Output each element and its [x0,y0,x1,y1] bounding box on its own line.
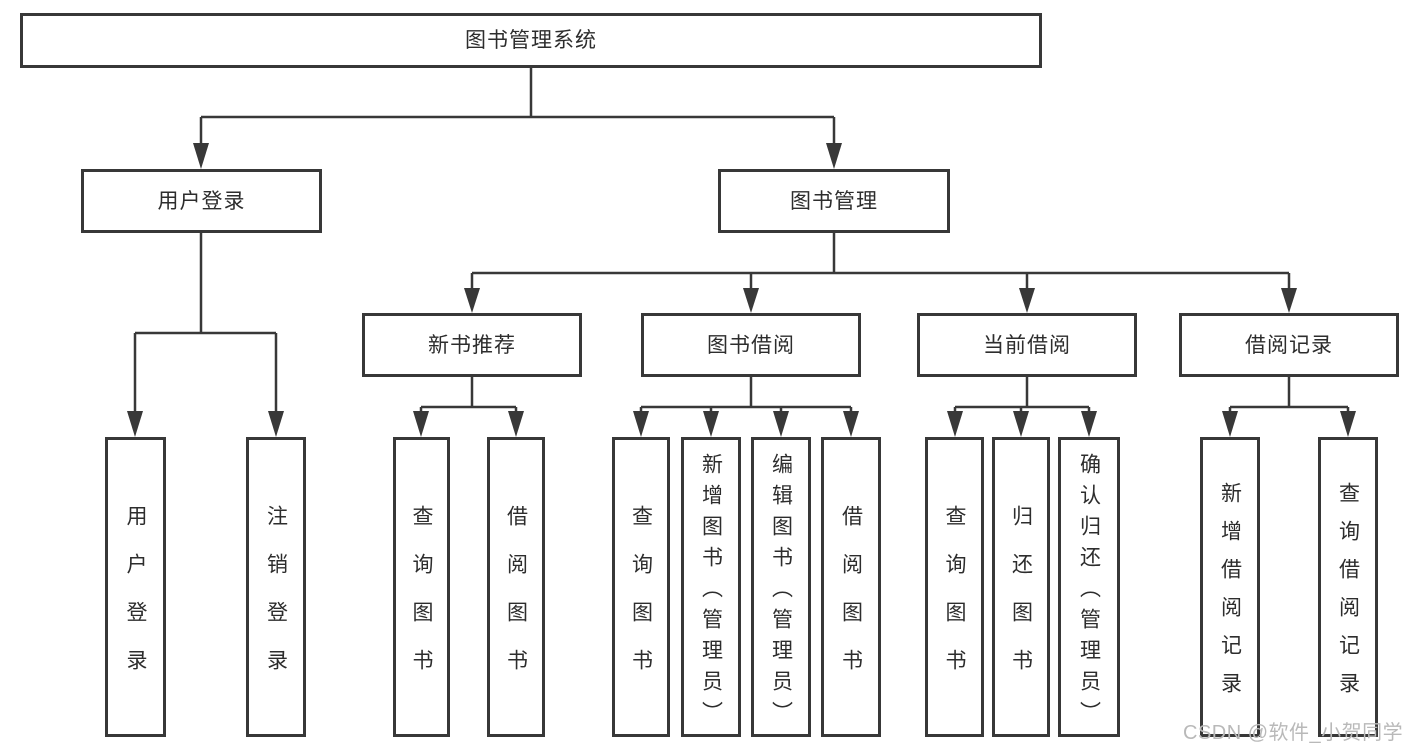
leaf-borrow-books: 借阅图书 [821,437,881,737]
leaf-add-borrow-record: 新增借阅记录 [1200,437,1260,737]
leaf-logout-label: 注销登录 [264,504,288,697]
node-current-borrow: 当前借阅 [917,313,1137,377]
node-user-login: 用户登录 [81,169,322,233]
leaf-add-books-admin-label: 新增图书（管理员） [699,452,723,732]
leaf-query-books-recommend: 查询图书 [393,437,450,737]
leaf-borrow-books-recommend: 借阅图书 [487,437,545,737]
leaf-query-borrow-record: 查询借阅记录 [1318,437,1378,737]
leaf-logout: 注销登录 [246,437,306,737]
leaf-query-books-current: 查询图书 [925,437,984,737]
leaf-edit-books-admin-label: 编辑图书（管理员） [769,452,793,732]
watermark: CSDN @软件_小贺同学 [1183,722,1404,744]
leaf-query-borrow-record-label: 查询借阅记录 [1336,481,1360,710]
leaf-query-books-current-label: 查询图书 [943,504,966,697]
node-borrow-records: 借阅记录 [1179,313,1399,377]
arrowheads [127,143,1356,437]
leaf-add-borrow-record-label: 新增借阅记录 [1218,481,1242,710]
leaf-return-books-label: 归还图书 [1009,504,1033,697]
node-book-management: 图书管理 [718,169,950,233]
leaf-borrow-books-recommend-label: 借阅图书 [504,504,528,697]
leaf-confirm-return-admin-label: 确认归还（管理员） [1077,452,1101,732]
leaf-query-books-borrow-label: 查询图书 [629,504,653,697]
leaf-user-login-label: 用户登录 [124,504,147,697]
node-book-borrow: 图书借阅 [641,313,861,377]
leaf-query-books-borrow: 查询图书 [612,437,670,737]
leaf-confirm-return-admin: 确认归还（管理员） [1058,437,1120,737]
leaf-edit-books-admin: 编辑图书（管理员） [751,437,811,737]
node-library-management-system: 图书管理系统 [20,13,1042,68]
leaf-borrow-books-label: 借阅图书 [839,504,863,697]
leaf-return-books: 归还图书 [992,437,1050,737]
leaf-user-login: 用户登录 [105,437,166,737]
leaf-query-books-recommend-label: 查询图书 [410,504,433,697]
leaf-add-books-admin: 新增图书（管理员） [681,437,741,737]
node-new-book-recommend: 新书推荐 [362,313,582,377]
